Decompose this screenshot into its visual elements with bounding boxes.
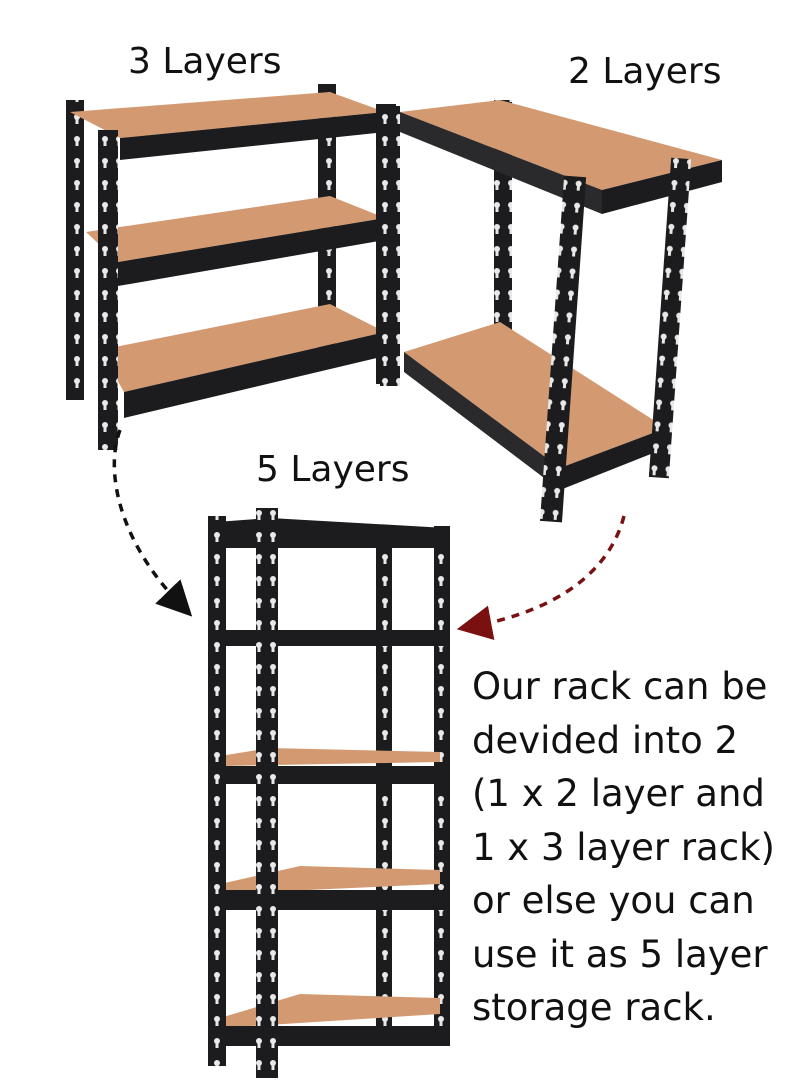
dark-arrow (112, 429, 193, 617)
description-line: (1 x 2 layer and (472, 772, 765, 815)
description-line: storage rack. (472, 986, 716, 1029)
five-layers-label: 5 Layers (256, 449, 410, 490)
description-line: devided into 2 (472, 718, 739, 762)
description-line: Our rack can be (472, 665, 768, 708)
three-layer-rack-image (66, 84, 396, 450)
two-layer-rack-image (380, 100, 722, 523)
red-arrow (456, 515, 626, 640)
description-line: use it as 5 layer (472, 932, 768, 976)
description-text: Our rack can be devided into 2 (1 x 2 la… (472, 660, 792, 1035)
description-line: 1 x 3 layer rack) (472, 825, 775, 869)
two-layers-label: 2 Layers (568, 51, 722, 92)
five-layer-rack-image (208, 508, 450, 1078)
description-line: or else you can (472, 879, 755, 922)
three-layers-label: 3 Layers (128, 41, 282, 82)
